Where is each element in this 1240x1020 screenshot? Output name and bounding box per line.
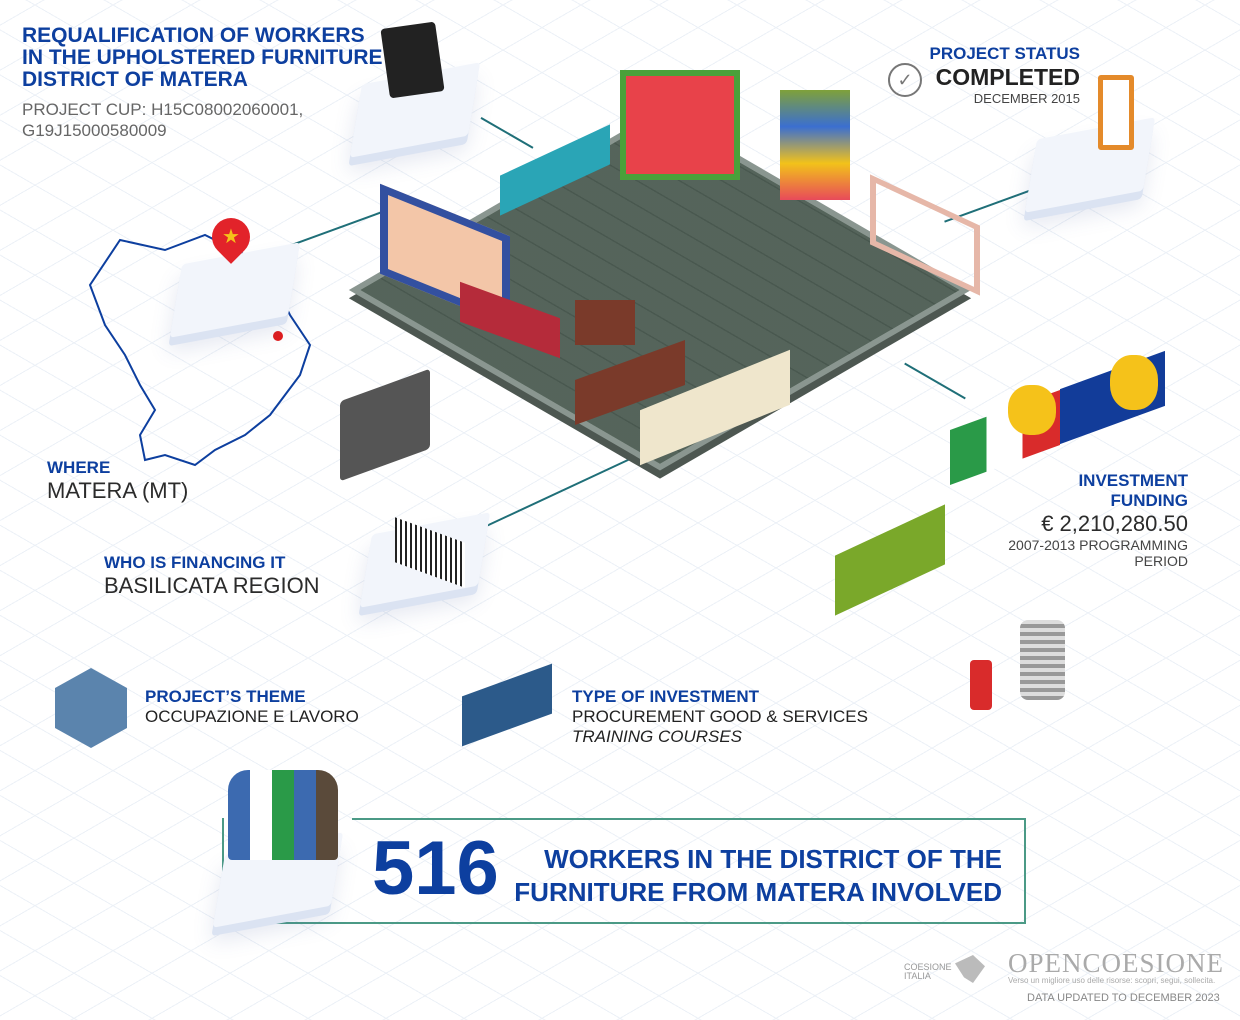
- type-label: TYPE OF INVESTMENT: [572, 687, 760, 706]
- investment-block: INVESTMENT FUNDING € 2,210,280.50 2007-2…: [1008, 471, 1188, 569]
- coesione-italia-logo: COESIONE ITALIA: [904, 962, 952, 981]
- spring-icon: [1020, 620, 1065, 700]
- where-value: MATERA (MT): [47, 478, 189, 503]
- type-block: TYPE OF INVESTMENT PROCUREMENT GOOD & SE…: [572, 687, 868, 747]
- project-title: REQUALIFICATION OF WORKERS IN THE UPHOLS…: [22, 25, 383, 91]
- investment-period: PERIOD: [1134, 553, 1188, 569]
- title-line: DISTRICT OF MATERA: [22, 68, 248, 91]
- investment-label: INVESTMENT: [1078, 471, 1188, 490]
- financing-label: WHO IS FINANCING IT: [104, 553, 286, 572]
- title-line: REQUALIFICATION OF WORKERS: [22, 24, 365, 47]
- loom-machine: [620, 70, 740, 180]
- where-block: WHERE MATERA (MT): [47, 458, 188, 504]
- cup-line: PROJECT CUP: H15C08002060001,: [22, 100, 304, 119]
- workers-text: WORKERS IN THE DISTRICT OF THE FURNITURE…: [514, 843, 1002, 909]
- folder-icon: [380, 21, 445, 99]
- coins-icon: [1110, 355, 1158, 410]
- armchair: [575, 300, 635, 345]
- coins-icon: [1008, 385, 1056, 435]
- opencoesione-tagline: Verso un migliore uso delle risorse: sco…: [1008, 976, 1216, 985]
- type-value: TRAINING COURSES: [572, 727, 743, 746]
- type-value: PROCUREMENT GOOD & SERVICES: [572, 707, 868, 726]
- workers-text-line: FURNITURE FROM MATERA INVOLVED: [514, 877, 1002, 907]
- workers-count: 516: [372, 826, 499, 911]
- workers-group-illustration: [228, 770, 338, 860]
- investment-period: 2007-2013 PROGRAMMING: [1008, 537, 1188, 553]
- thread-spool-icon: [970, 660, 992, 710]
- project-status: PROJECT STATUS COMPLETED DECEMBER 2015: [930, 44, 1081, 106]
- data-updated-note: DATA UPDATED TO DECEMBER 2023: [1027, 992, 1220, 1004]
- status-label: PROJECT STATUS: [929, 44, 1081, 63]
- opencoesione-logo: OPENCOESIONE: [1008, 948, 1225, 978]
- theme-value: OCCUPAZIONE E LAVORO: [145, 707, 359, 726]
- investment-amount: € 2,210,280.50: [1041, 511, 1188, 536]
- clipboard-icon: [1098, 75, 1134, 150]
- financing-value: BASILICATA REGION: [104, 573, 320, 598]
- investment-label: FUNDING: [1110, 491, 1188, 510]
- status-value: COMPLETED: [935, 64, 1080, 90]
- theme-label: PROJECT’S THEME: [145, 687, 306, 706]
- financing-block: WHO IS FINANCING IT BASILICATA REGION: [104, 553, 320, 599]
- theme-block: PROJECT’S THEME OCCUPAZIONE E LAVORO: [145, 687, 359, 727]
- status-date: DECEMBER 2015: [973, 91, 1080, 106]
- fabric-rolls: [780, 90, 850, 200]
- workers-text-line: WORKERS IN THE DISTRICT OF THE: [544, 844, 1002, 874]
- workers-box-top: [352, 818, 1026, 820]
- where-label: WHERE: [47, 458, 111, 477]
- cup-line: G19J15000580009: [22, 121, 167, 140]
- project-cup: PROJECT CUP: H15C08002060001, G19J150005…: [22, 99, 303, 141]
- checkmark-icon: ✓: [888, 63, 922, 97]
- title-line: IN THE UPHOLSTERED FURNITURE: [22, 46, 383, 69]
